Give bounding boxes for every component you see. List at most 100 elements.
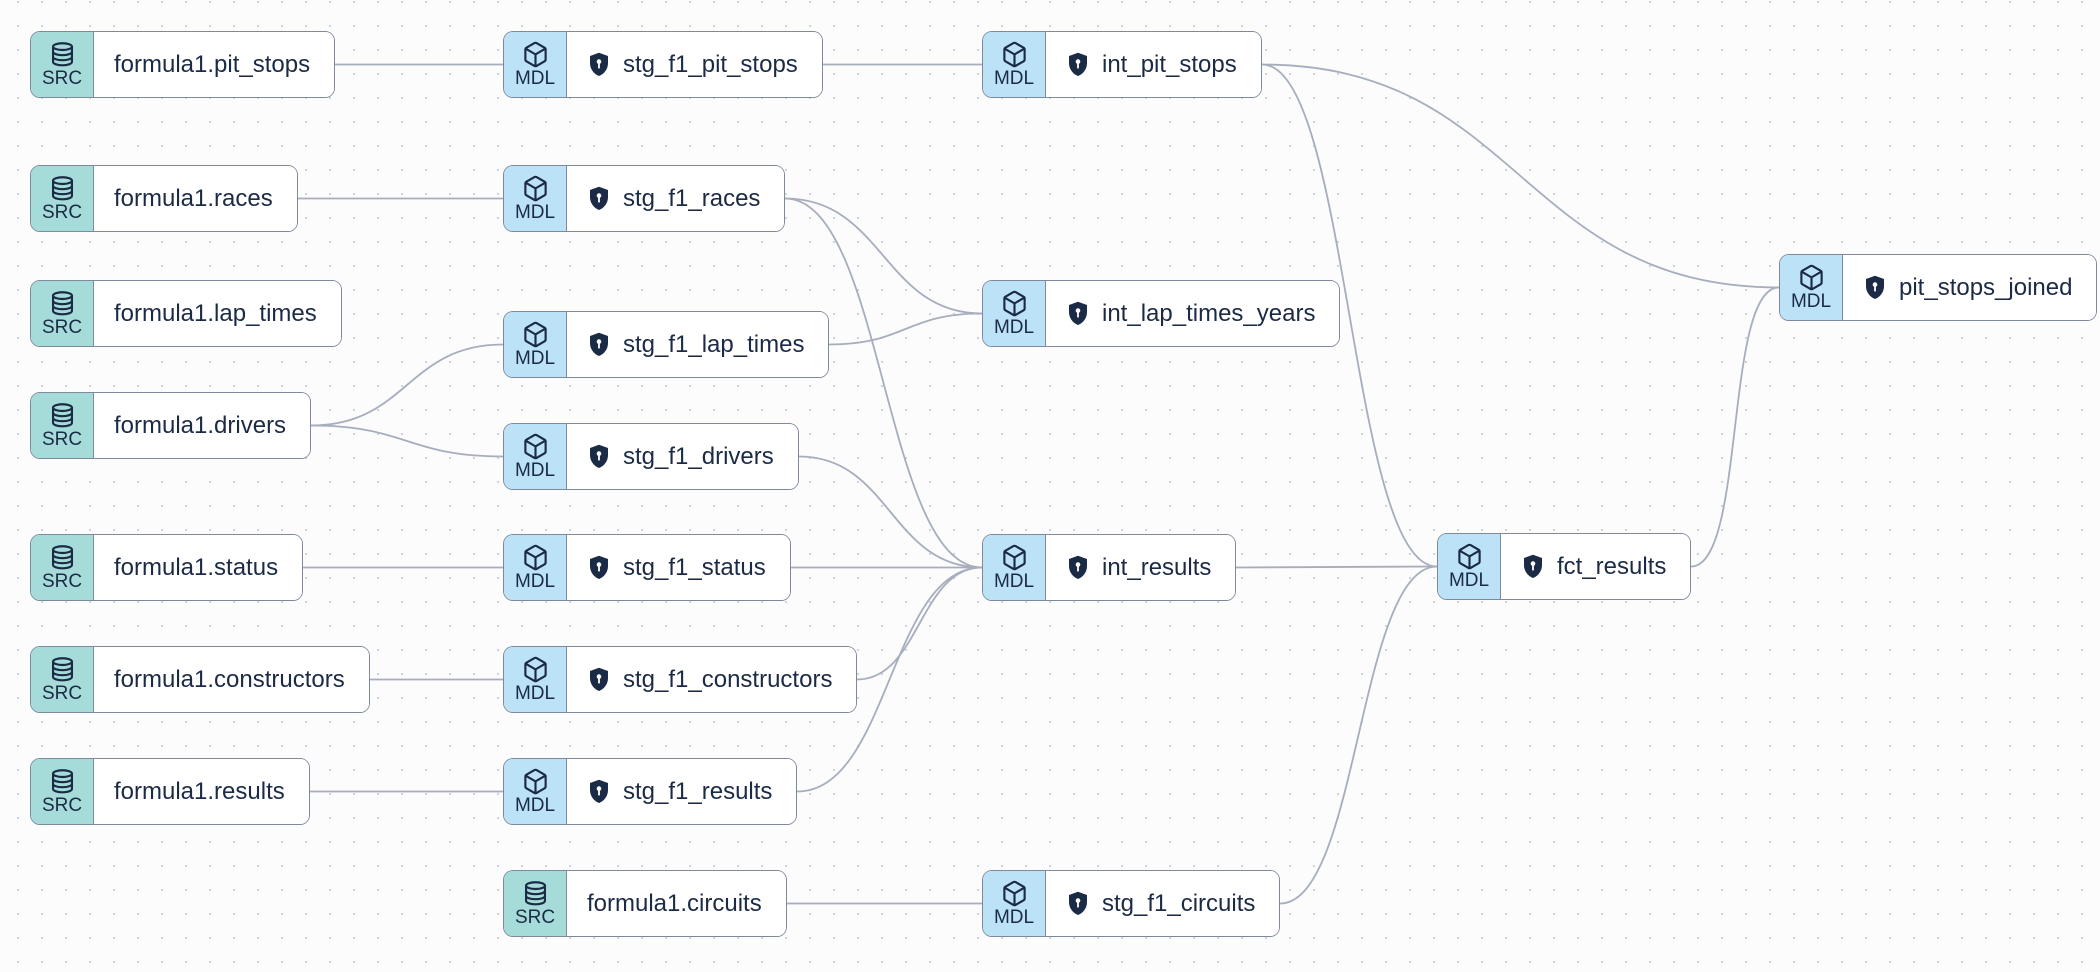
cube-icon [523, 768, 547, 795]
node-badge: MDL [514, 571, 556, 592]
node-badge: SRC [41, 795, 83, 816]
shield-lock-icon [590, 186, 608, 210]
node-badge: MDL [514, 795, 556, 816]
shield-lock-icon [1069, 52, 1087, 76]
node-badge: SRC [41, 202, 83, 223]
node-body: stg_f1_constructors [567, 647, 857, 712]
node-body: formula1.pit_stops [94, 32, 335, 97]
shield-lock-icon [590, 332, 608, 356]
lineage-node-stg_drivers[interactable]: MDL stg_f1_drivers [503, 423, 799, 490]
cube-icon [523, 656, 547, 683]
node-label: formula1.races [114, 184, 273, 212]
node-label: formula1.status [114, 553, 279, 581]
shield-lock-icon [590, 52, 608, 76]
edge-int_pit_stops-to-pit_stops_joined [1261, 63, 1780, 289]
cube-icon [523, 41, 547, 68]
edge-src_drivers-to-stg_drivers [310, 424, 504, 458]
node-type-cell: MDL [983, 535, 1046, 600]
node-badge: MDL [514, 683, 556, 704]
node-label: stg_f1_status [623, 553, 766, 581]
lineage-node-src_constructors[interactable]: SRC formula1.constructors [30, 646, 370, 713]
node-badge: MDL [514, 460, 556, 481]
lineage-node-src_lap_times[interactable]: SRC formula1.lap_times [30, 280, 342, 347]
node-type-cell: MDL [504, 166, 567, 231]
node-type-cell: SRC [31, 281, 94, 346]
node-body: int_results [1046, 535, 1236, 600]
node-badge: MDL [514, 202, 556, 223]
node-type-cell: SRC [31, 535, 94, 600]
node-body: formula1.constructors [94, 647, 369, 712]
edge-int_results-to-fct_results [1235, 565, 1438, 569]
node-type-cell: MDL [1438, 534, 1501, 599]
cube-icon [523, 544, 547, 571]
lineage-node-int_pit_stops[interactable]: MDL int_pit_stops [982, 31, 1262, 98]
node-badge: SRC [41, 571, 83, 592]
lineage-node-stg_circuits[interactable]: MDL stg_f1_circuits [982, 870, 1281, 937]
cube-icon [523, 175, 547, 202]
shield-lock-icon [590, 779, 608, 803]
node-type-cell: SRC [31, 759, 94, 824]
lineage-node-int_results[interactable]: MDL int_results [982, 534, 1237, 601]
cube-icon [523, 321, 547, 348]
shield-lock-icon [590, 444, 608, 468]
node-type-cell: MDL [504, 647, 567, 712]
node-label: stg_f1_drivers [623, 442, 774, 470]
shield-lock-icon [590, 555, 608, 579]
lineage-node-pit_stops_joined[interactable]: MDL pit_stops_joined [1779, 254, 2098, 321]
node-body: formula1.lap_times [94, 281, 341, 346]
edge-stg_races-to-int_lap_times_years [784, 197, 983, 315]
node-body: pit_stops_joined [1843, 255, 2097, 320]
node-type-cell: SRC [31, 393, 94, 458]
node-badge: MDL [1448, 570, 1490, 591]
node-label: int_pit_stops [1102, 50, 1237, 78]
node-label: stg_f1_constructors [623, 665, 833, 693]
shield-lock-icon [590, 667, 608, 691]
edge-src_drivers-to-stg_lap_times [310, 343, 504, 427]
node-label: int_results [1102, 553, 1212, 581]
database-icon [51, 176, 73, 201]
node-type-cell: MDL [983, 281, 1046, 346]
cube-icon [1799, 264, 1823, 291]
lineage-node-stg_lap_times[interactable]: MDL stg_f1_lap_times [503, 311, 830, 378]
cube-icon [1002, 544, 1026, 571]
edge-stg_drivers-to-int_results [798, 455, 983, 569]
lineage-node-src_races[interactable]: SRC formula1.races [30, 165, 298, 232]
edge-stg_races-to-int_results [784, 197, 983, 569]
node-body: stg_f1_pit_stops [567, 32, 822, 97]
lineage-node-src_status[interactable]: SRC formula1.status [30, 534, 304, 601]
node-badge: MDL [1790, 291, 1832, 312]
node-body: formula1.drivers [94, 393, 311, 458]
lineage-node-src_drivers[interactable]: SRC formula1.drivers [30, 392, 312, 459]
lineage-node-stg_races[interactable]: MDL stg_f1_races [503, 165, 786, 232]
cube-icon [1002, 290, 1026, 317]
node-type-cell: MDL [1780, 255, 1843, 320]
node-body: stg_f1_status [567, 535, 790, 600]
node-body: fct_results [1501, 534, 1691, 599]
database-icon [51, 42, 73, 67]
node-label: stg_f1_races [623, 184, 761, 212]
node-type-cell: SRC [504, 871, 567, 936]
lineage-node-src_results[interactable]: SRC formula1.results [30, 758, 310, 825]
node-badge: MDL [514, 348, 556, 369]
node-label: stg_f1_circuits [1102, 889, 1256, 917]
node-type-cell: MDL [504, 535, 567, 600]
node-label: pit_stops_joined [1899, 273, 2073, 301]
node-label: formula1.results [114, 777, 285, 805]
node-body: stg_f1_drivers [567, 424, 798, 489]
lineage-node-src_circuits[interactable]: SRC formula1.circuits [503, 870, 787, 937]
lineage-node-stg_constructors[interactable]: MDL stg_f1_constructors [503, 646, 858, 713]
lineage-node-src_pit_stops[interactable]: SRC formula1.pit_stops [30, 31, 336, 98]
shield-lock-icon [1069, 891, 1087, 915]
lineage-node-fct_results[interactable]: MDL fct_results [1437, 533, 1692, 600]
node-label: formula1.circuits [587, 889, 762, 917]
lineage-node-int_lap_times_years[interactable]: MDL int_lap_times_years [982, 280, 1341, 347]
node-type-cell: MDL [983, 32, 1046, 97]
lineage-node-stg_status[interactable]: MDL stg_f1_status [503, 534, 791, 601]
edge-stg_constructors-to-int_results [856, 566, 983, 681]
lineage-node-stg_pit_stops[interactable]: MDL stg_f1_pit_stops [503, 31, 823, 98]
node-badge: MDL [993, 68, 1035, 89]
lineage-node-stg_results[interactable]: MDL stg_f1_results [503, 758, 798, 825]
node-label: formula1.lap_times [114, 299, 317, 327]
